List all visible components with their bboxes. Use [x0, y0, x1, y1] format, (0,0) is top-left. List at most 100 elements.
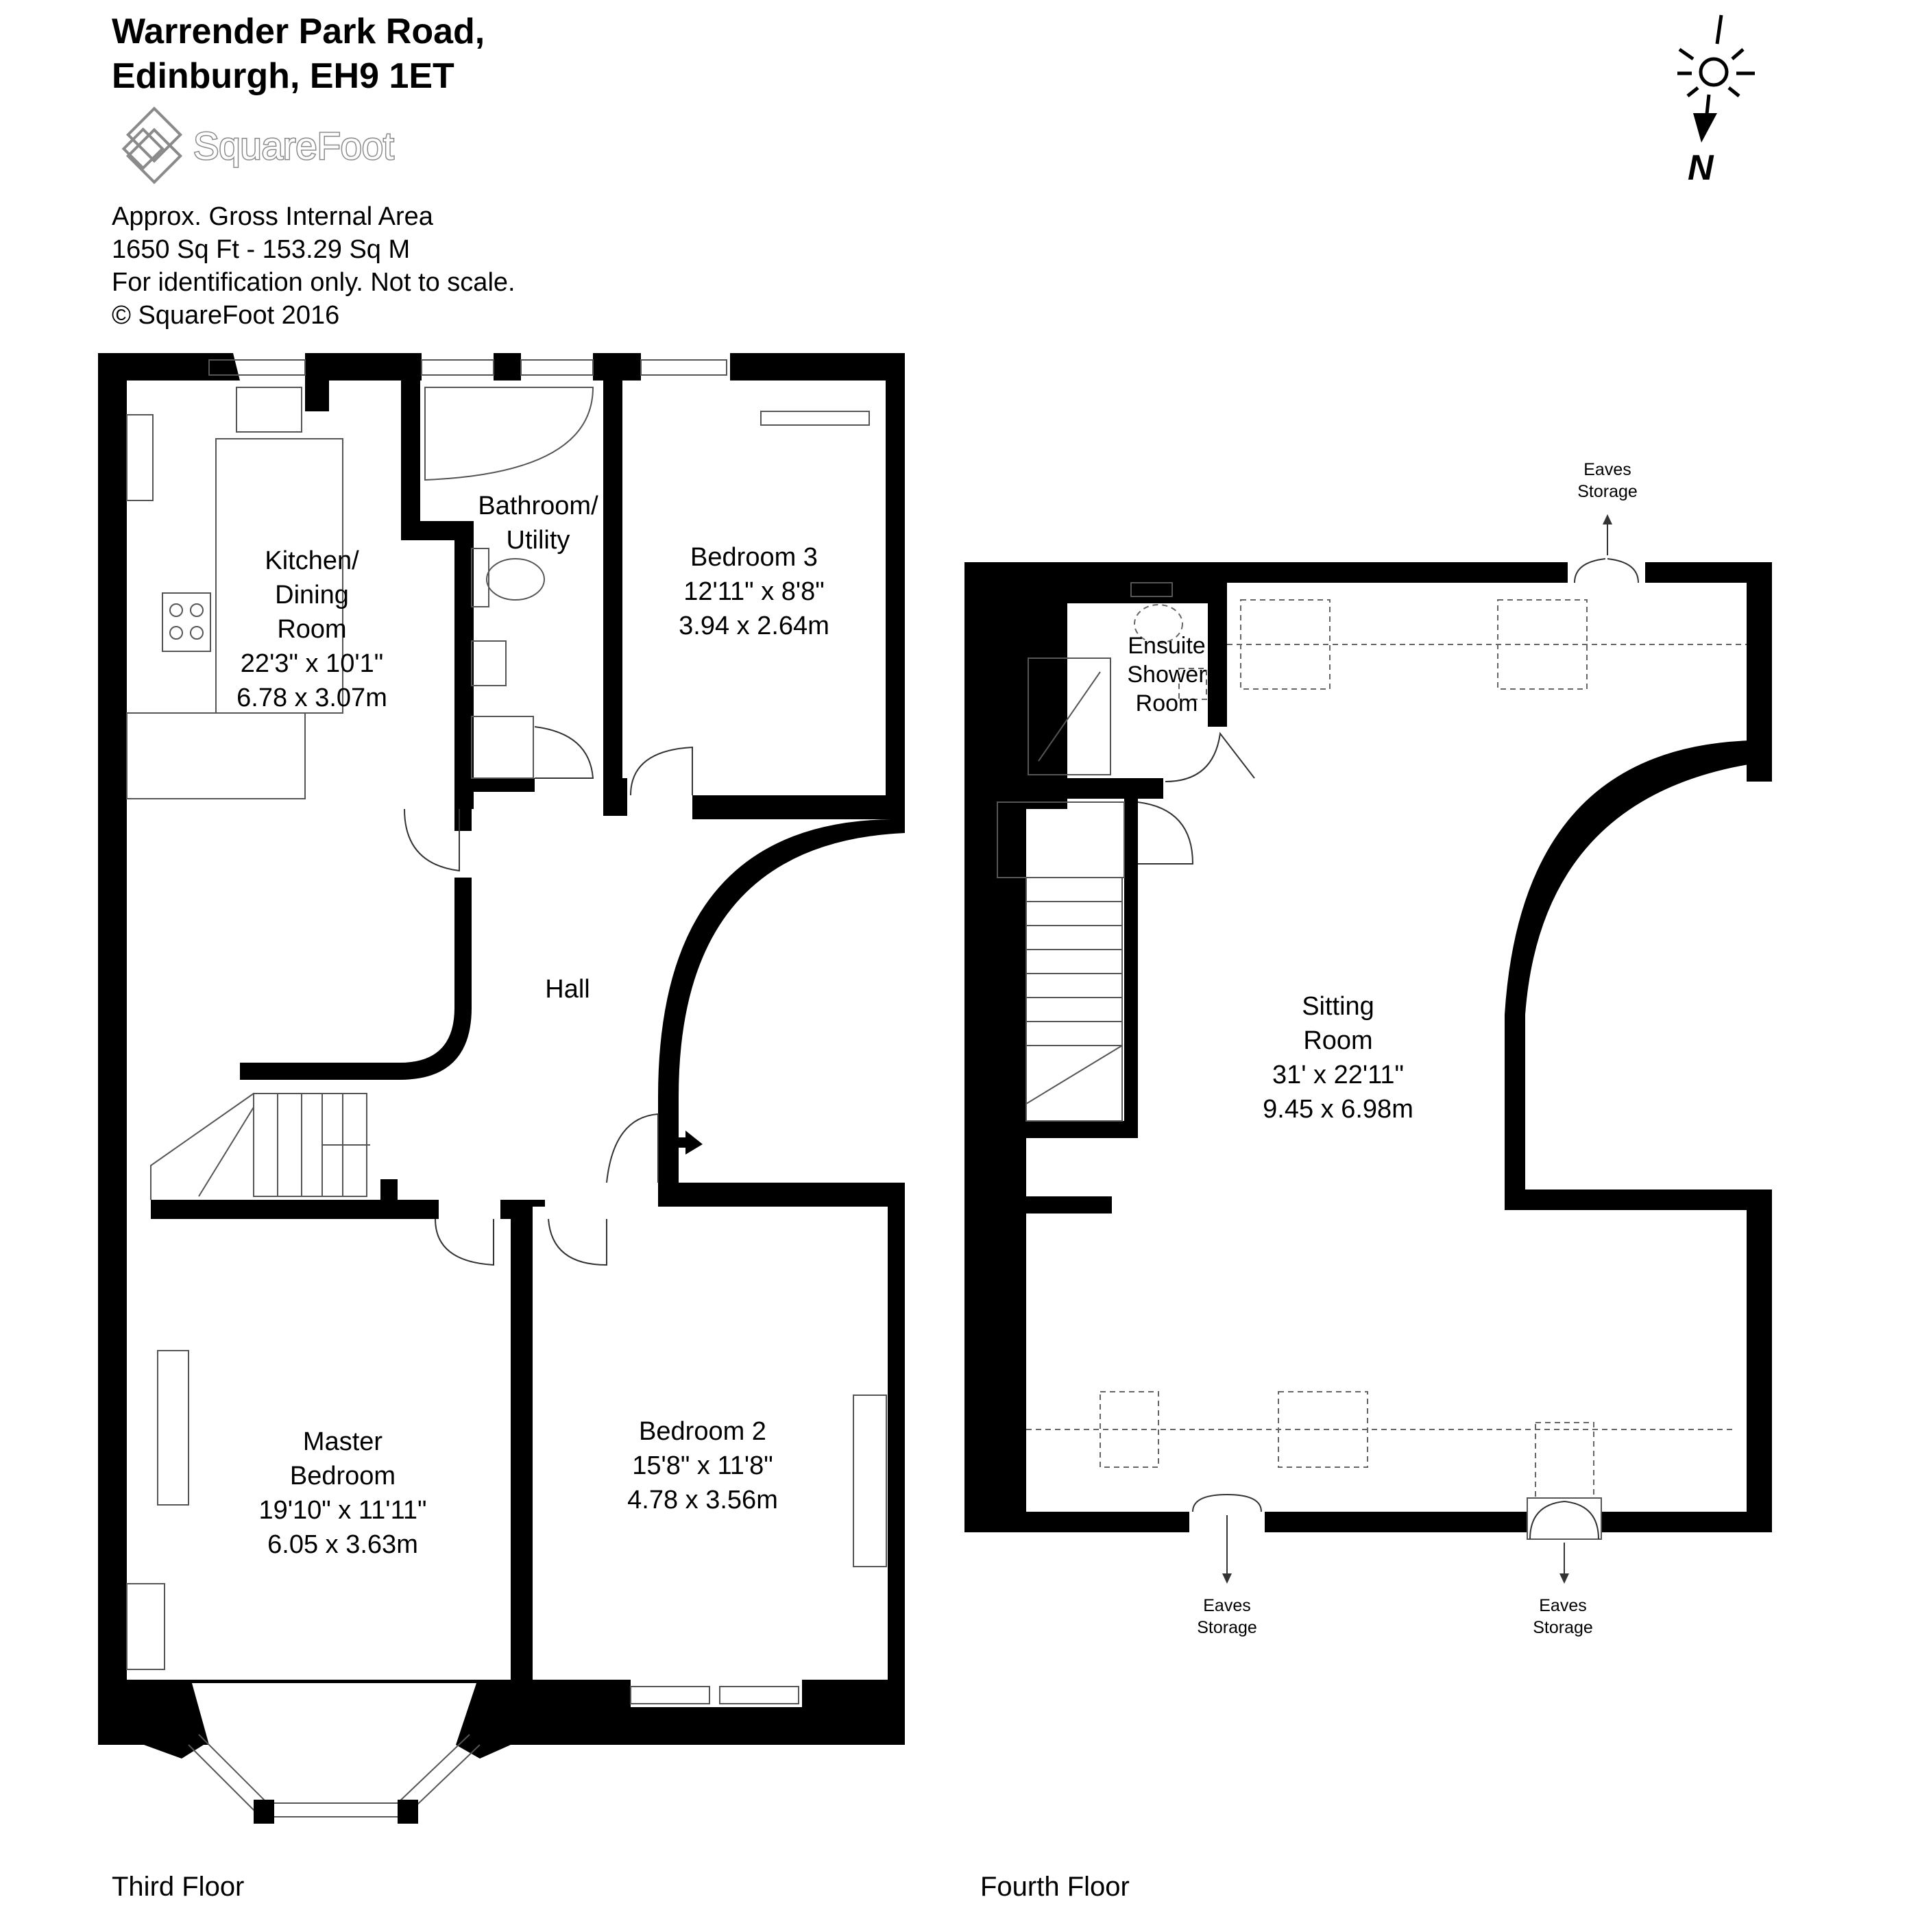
sitting-dims-imperial: 31' x 22'11" [1272, 1061, 1404, 1089]
wall-fourth-right-top [1747, 562, 1772, 761]
wall-bay-right [456, 1683, 511, 1759]
kitchen-worktop-lower [126, 712, 306, 799]
master-label-1: Master [303, 1427, 382, 1456]
bathroom-label-2: Utility [507, 526, 570, 555]
stair-door-icon [1137, 801, 1194, 865]
wall-left [98, 353, 127, 1745]
address-line-1: Warrender Park Road, [112, 12, 485, 51]
kitchen-label-3: Room [277, 615, 346, 644]
bay-window-outline [188, 1744, 481, 1818]
wall-kitchen-hall [454, 521, 474, 809]
bedroom-2-floor [533, 1207, 888, 1680]
bedroom2-wardrobe [853, 1394, 887, 1567]
master-dims-metric: 6.05 x 3.63m [267, 1530, 418, 1559]
hob-icon [162, 592, 211, 652]
eaves-top-label-2: Storage [1577, 482, 1638, 501]
area-value: 1650 Sq Ft - 153.29 Sq M [112, 235, 410, 264]
bed2-splay-left [603, 1680, 631, 1693]
entrance-arrow-icon [668, 1131, 703, 1155]
area-caption: Approx. Gross Internal Area [112, 202, 434, 231]
compass-north-label: N [1688, 148, 1714, 188]
squarefoot-logo-icon [121, 106, 183, 184]
eaves-bottom-left-door-icon [1192, 1494, 1262, 1512]
toilet-icon [486, 558, 545, 601]
kitchen-cabinet [126, 414, 154, 501]
master-bedroom-floor [127, 1219, 511, 1680]
fourth-floor-label: Fourth Floor [980, 1872, 1130, 1902]
bathroom-window-a [421, 359, 494, 376]
wall-bath-bed3 [603, 381, 622, 792]
bathroom-window-b [520, 359, 594, 376]
wall-bath-corner [603, 778, 627, 816]
wall-master-bed2 [511, 1200, 533, 1683]
wall-fourth-curve-outline [1505, 740, 1772, 1210]
wall-bed3-right [886, 381, 905, 819]
shower-diagonal [1038, 671, 1101, 762]
eaves-top-label-1: Eaves [1583, 460, 1631, 479]
wall-kitchen-bath [401, 381, 420, 535]
compass-arrow-icon [1693, 113, 1717, 143]
bathtub-icon [424, 387, 594, 481]
eaves-bottom-right-label-1: Eaves [1539, 1596, 1586, 1615]
bay-window-inner [198, 1734, 470, 1804]
ensuite-basin-icon [1178, 668, 1207, 700]
disclaimer: For identification only. Not to scale. [112, 268, 515, 297]
bed2-window-right [719, 1686, 799, 1704]
ensuite-label-2: Shower [1127, 662, 1206, 688]
bedroom3-wardrobe [760, 411, 870, 426]
eaves-br-arrow-head [1559, 1573, 1569, 1584]
kitchen-window [208, 359, 306, 376]
bed2-window-gap [631, 1680, 802, 1707]
exterior-mask [1772, 761, 1799, 1190]
third-floor-plan: Kitchen/ Dining Room 22'3" x 10'1" 6.78 … [98, 353, 905, 1902]
wall-fourth-top-a [964, 562, 1568, 583]
wall-window-splay [208, 353, 240, 381]
ensuite-door-icon [1165, 732, 1255, 782]
hob-rings-icon [169, 603, 204, 640]
shower-tray-icon [1028, 657, 1111, 775]
kitchen-dims-imperial: 22'3" x 10'1" [241, 649, 383, 678]
eaves-bottom-left-label-1: Eaves [1203, 1596, 1250, 1615]
eaves-top-door-icon [1574, 558, 1639, 583]
header: Warrender Park Road, Edinburgh, EH9 1ET … [112, 12, 515, 330]
wall-top-a [98, 353, 208, 381]
wall-right-lower [888, 1190, 905, 1745]
wall-top-d [593, 353, 641, 381]
sink-icon [236, 387, 302, 433]
basin-icon [471, 640, 507, 686]
master-label-2: Bedroom [290, 1462, 396, 1490]
master-wardrobe-b [126, 1583, 165, 1670]
ensuite-label-3: Room [1136, 690, 1198, 716]
wall-hall-curve-right [658, 819, 905, 1193]
ensuite-toilet-icon [1134, 604, 1183, 644]
brand-name: SquareFoot [193, 124, 394, 167]
wall-stair-left [994, 799, 1021, 1375]
wall-stair-bottom [1026, 1121, 1138, 1138]
eaves-bl-arrow-head [1222, 1573, 1232, 1584]
utility-unit [471, 716, 534, 779]
third-floor-label: Third Floor [112, 1872, 244, 1902]
ensuite-label-1: Ensuite [1128, 633, 1205, 659]
address-line-2: Edinburgh, EH9 1ET [112, 56, 454, 96]
compass-sun-icon [1677, 14, 1755, 128]
kitchen-dims-metric: 6.78 x 3.07m [236, 684, 387, 712]
wall-stair-right [1124, 799, 1138, 1138]
wall-fourth-step-b [1505, 1190, 1772, 1210]
master-dims-imperial: 19'10" x 11'11" [258, 1496, 426, 1525]
bed2-splay-right [802, 1680, 829, 1693]
wall-ensuite-left [1026, 583, 1067, 809]
master-wardrobe-a [157, 1350, 189, 1506]
bedroom2-door-icon [548, 1218, 607, 1266]
eaves-br-frame [1527, 1497, 1602, 1540]
eaves-top-arrow-head [1603, 514, 1612, 524]
bay-post-right [398, 1800, 418, 1824]
wall-hall-left-a [454, 782, 472, 831]
bathroom-door-icon [534, 726, 594, 779]
eaves-bottom-right-label-2: Storage [1533, 1618, 1593, 1637]
sitting-label-1: Sitting [1302, 992, 1374, 1021]
bedroom2-dims-imperial: 15'8" x 11'8" [632, 1451, 773, 1480]
bedroom3-dims-imperial: 12'11" x 8'8" [683, 577, 825, 606]
staircase-icon [150, 1093, 370, 1200]
bedroom3-door-icon [630, 746, 693, 796]
